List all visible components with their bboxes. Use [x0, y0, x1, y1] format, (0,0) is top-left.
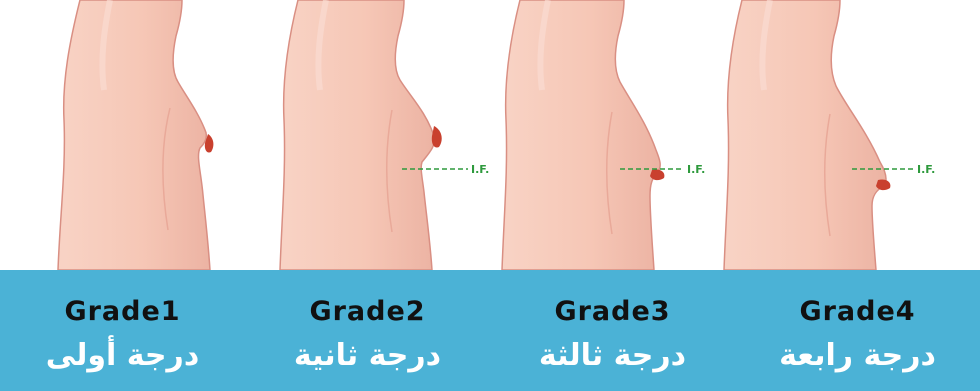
- grade3-if-label: I.F.: [687, 163, 705, 176]
- grade1-label: Grade1: [0, 296, 245, 327]
- grade3-label: Grade3: [490, 296, 735, 327]
- grade3-arabic-label: درجة ثالثة: [490, 338, 735, 373]
- grade3-caption: Grade3 درجة ثالثة: [490, 270, 735, 391]
- grade1-arabic-label: درجة أولى: [0, 338, 245, 373]
- grade4-arabic-label: درجة رابعة: [735, 338, 980, 373]
- grade4-if-label: I.F.: [917, 163, 935, 176]
- grade4-figure: I.F.: [724, 0, 935, 270]
- labels-band: Grade1 درجة أولى Grade2 درجة ثانية Grade…: [0, 270, 980, 391]
- grade3-figure: I.F.: [502, 0, 705, 270]
- grade2-label: Grade2: [245, 296, 490, 327]
- grade2-figure: I.F.: [280, 0, 489, 270]
- grade1-figure: [58, 0, 213, 270]
- grade4-label: Grade4: [735, 296, 980, 327]
- grade2-caption: Grade2 درجة ثانية: [245, 270, 490, 391]
- grade2-if-label: I.F.: [471, 163, 489, 176]
- grade2-nipple: [432, 126, 442, 147]
- illustration-panel: I.F. I.F. I.F.: [0, 0, 980, 270]
- grade2-arabic-label: درجة ثانية: [245, 338, 490, 373]
- grade4-caption: Grade4 درجة رابعة: [735, 270, 980, 391]
- grade1-caption: Grade1 درجة أولى: [0, 270, 245, 391]
